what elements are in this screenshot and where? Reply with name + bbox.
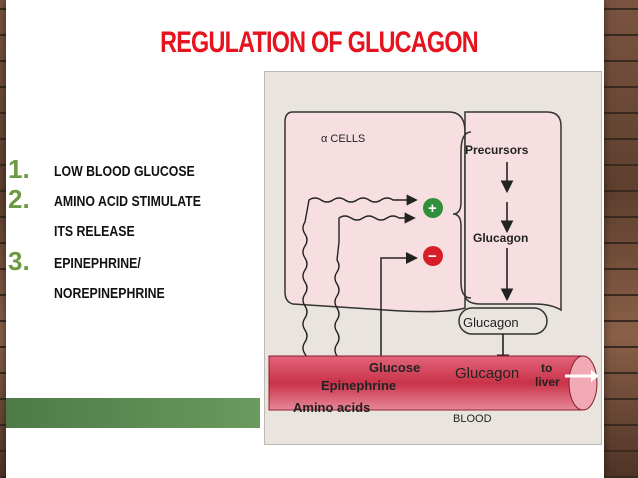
amino-acids-label: Amino acids — [293, 400, 370, 415]
blood-label: BLOOD — [453, 413, 492, 425]
item-text: NOREPINEPHRINE — [54, 285, 165, 302]
glucose-label: Glucose — [369, 360, 420, 375]
item-text: AMINO ACID STIMULATE — [54, 193, 201, 210]
list-item: 1. LOW BLOOD GLUCOSE — [8, 154, 258, 184]
precursors-label: Precursors — [465, 143, 529, 157]
glucose-arrow — [380, 252, 418, 372]
alpha-cell-shape — [284, 111, 466, 313]
minus-icon — [423, 246, 443, 266]
bullet-list: 1. LOW BLOOD GLUCOSE 2. AMINO ACID STIMU… — [8, 154, 258, 310]
item-number: 3. — [8, 246, 30, 276]
cell-right-region — [464, 111, 562, 312]
item-text: EPINEPHRINE/ — [54, 255, 141, 272]
glucagon-inner-label: Glucagon — [473, 231, 528, 245]
brace — [452, 131, 472, 299]
diagram-svg: α CELLS Precursors Glucagon Glucagon + −… — [268, 111, 599, 425]
glucagon-granule-label: Glucagon — [463, 315, 519, 330]
slide-title: REGULATION OF GLUCAGON — [160, 26, 479, 59]
glucagon-blood-label: Glucagon — [455, 365, 519, 382]
cell-label: α CELLS — [321, 133, 365, 145]
item-text: LOW BLOOD GLUCOSE — [54, 163, 195, 180]
list-item: 3. EPINEPHRINE/ NOREPINEPHRINE — [8, 246, 258, 306]
to-label: to — [541, 361, 552, 375]
green-accent-bar — [6, 398, 260, 428]
svg-text:−: − — [428, 248, 437, 265]
glucagon-regulation-diagram: α CELLS Precursors Glucagon Glucagon + −… — [264, 71, 602, 445]
wavy-signal-2 — [334, 212, 416, 381]
list-item: 2. AMINO ACID STIMULATE ITS RELEASE — [8, 184, 258, 244]
item-text: ITS RELEASE — [54, 223, 135, 240]
item-number: 1. — [8, 154, 30, 184]
plus-icon — [423, 198, 443, 218]
item-number: 2. — [8, 184, 30, 214]
liver-label: liver — [535, 375, 560, 389]
svg-text:+: + — [428, 200, 437, 217]
epinephrine-label: Epinephrine — [321, 378, 396, 393]
